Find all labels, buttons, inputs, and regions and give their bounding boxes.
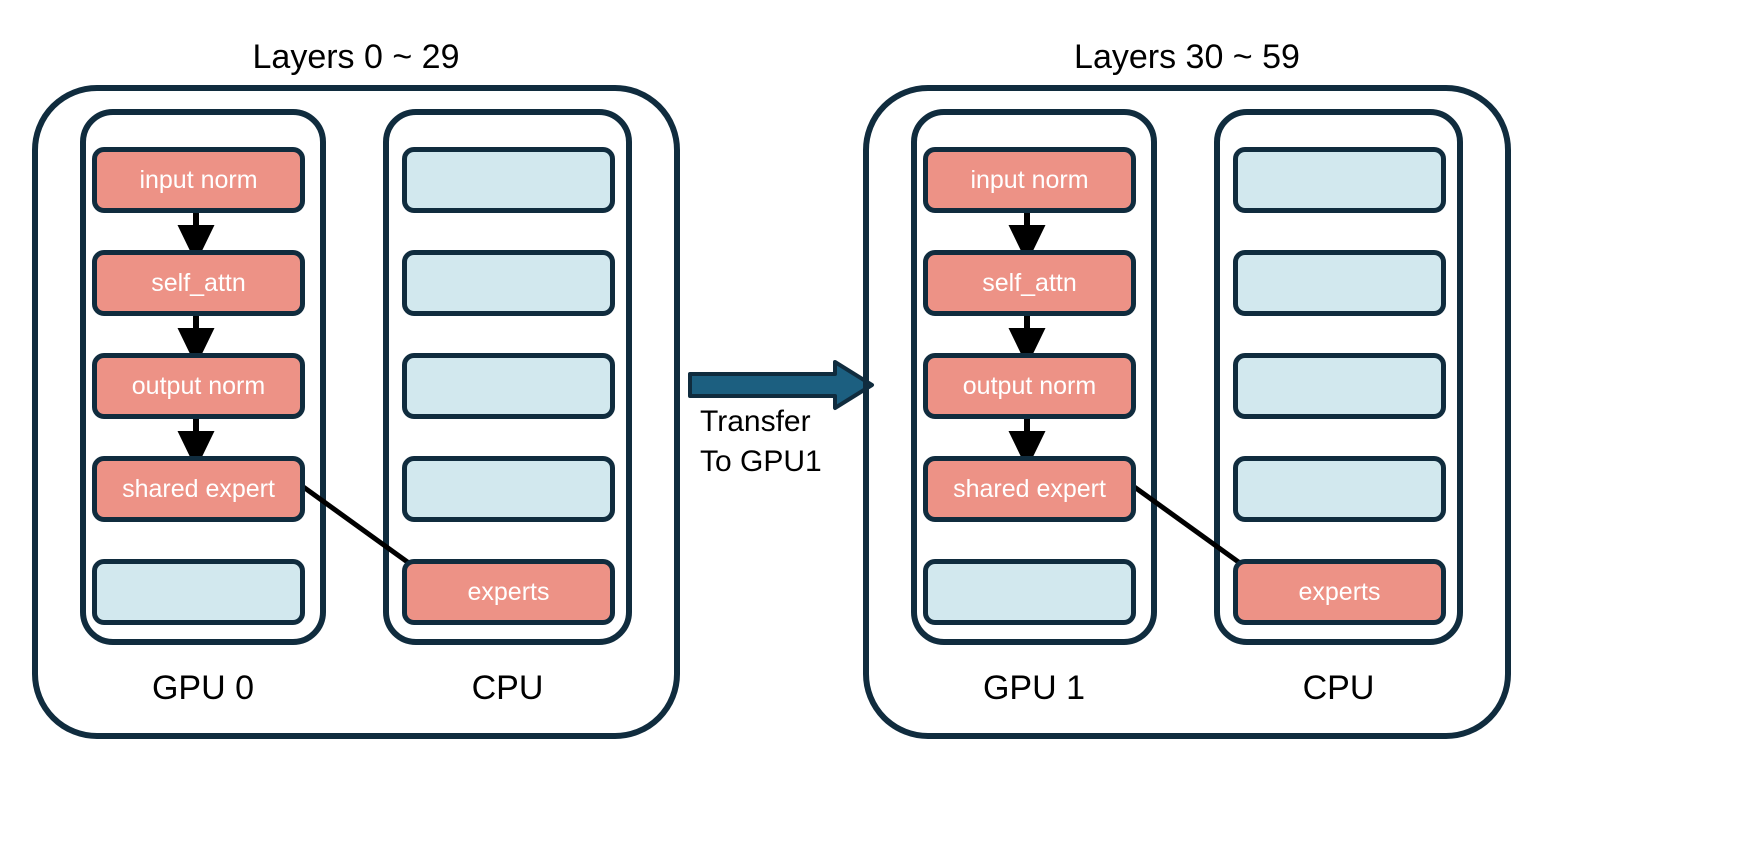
cpu-column-container-right (1214, 109, 1463, 645)
block-left-gpu-self-attn[interactable]: self_attn (92, 250, 305, 316)
block-right-gpu-empty-5[interactable] (923, 559, 1136, 625)
group-title-right: Layers 30 ~ 59 (1074, 38, 1300, 76)
block-left-cpu-empty-2[interactable] (402, 250, 615, 316)
block-right-cpu-empty-1[interactable] (1233, 147, 1446, 213)
block-left-cpu-empty-3[interactable] (402, 353, 615, 419)
block-left-cpu-empty-1[interactable] (402, 147, 615, 213)
block-right-cpu-empty-4[interactable] (1233, 456, 1446, 522)
group-outer-container-left (32, 85, 680, 739)
gpu-column-container-right (911, 109, 1157, 645)
block-right-gpu-self-attn[interactable]: self_attn (923, 250, 1136, 316)
block-left-gpu-empty-5[interactable] (92, 559, 305, 625)
block-right-gpu-shared-expert[interactable]: shared expert (923, 456, 1136, 522)
group-title-left: Layers 0 ~ 29 (252, 38, 460, 76)
block-left-gpu-input-norm[interactable]: input norm (92, 147, 305, 213)
device-label-right-cpu: CPU (1302, 669, 1375, 707)
transfer-arrow (688, 360, 874, 410)
block-left-gpu-output-norm[interactable]: output norm (92, 353, 305, 419)
block-right-cpu-experts[interactable]: experts (1233, 559, 1446, 625)
block-right-cpu-empty-3[interactable] (1233, 353, 1446, 419)
transfer-label-line1: Transfer (700, 405, 811, 438)
block-right-cpu-empty-2[interactable] (1233, 250, 1446, 316)
block-left-cpu-empty-4[interactable] (402, 456, 615, 522)
gpu-column-container-left (80, 109, 326, 645)
block-right-gpu-input-norm[interactable]: input norm (923, 147, 1136, 213)
device-label-right-gpu: GPU 1 (982, 669, 1086, 707)
transfer-label-line2: To GPU1 (700, 444, 822, 478)
block-right-gpu-output-norm[interactable]: output norm (923, 353, 1136, 419)
cpu-column-container-left (383, 109, 632, 645)
device-label-left-cpu: CPU (471, 669, 544, 707)
device-label-left-gpu: GPU 0 (151, 669, 255, 707)
transfer-label: Transfer To GPU1 (700, 402, 822, 481)
block-left-gpu-shared-expert[interactable]: shared expert (92, 456, 305, 522)
block-left-cpu-experts[interactable]: experts (402, 559, 615, 625)
group-outer-container-right (863, 85, 1511, 739)
